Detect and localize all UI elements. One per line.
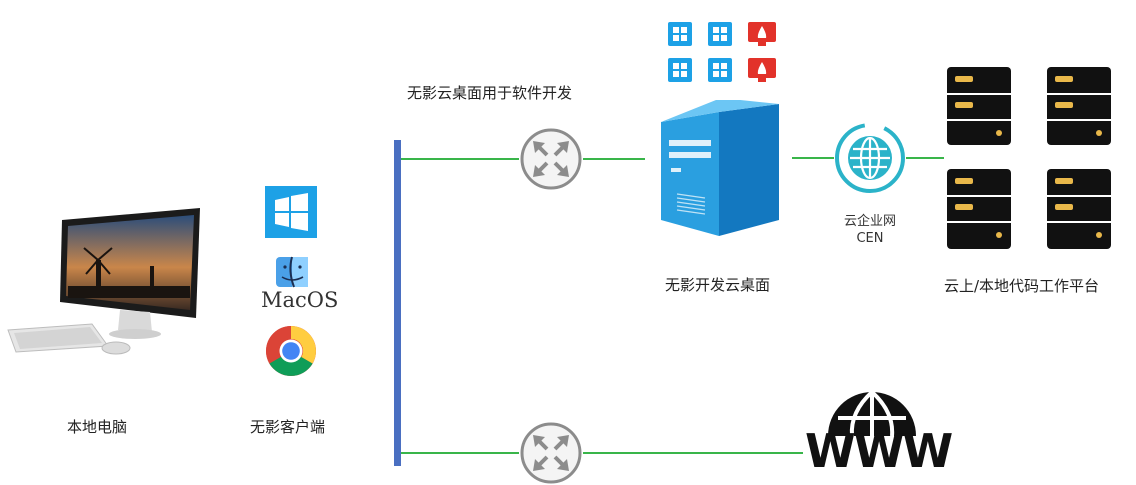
windows-logo-icon [265, 186, 317, 238]
cloud-desktop-label: 无影开发云桌面 [665, 276, 771, 294]
local-pc-label: 本地电脑 [67, 418, 128, 436]
client-label: 无影客户端 [250, 418, 326, 436]
router-icon-top [519, 127, 583, 191]
windows-icon [668, 22, 692, 46]
www-globe-icon [806, 378, 938, 466]
www-text: WWW [805, 424, 953, 478]
network-bus [394, 140, 401, 466]
chrome-browser-icon [265, 325, 317, 377]
link-line-router-www [583, 452, 803, 454]
router-icon-bottom [519, 421, 583, 485]
link-line-bus-router-top [401, 158, 519, 160]
cen-globe-icon [834, 122, 906, 194]
local-pc-icon [0, 200, 210, 360]
diagram-title: 无影云桌面用于软件开发 [407, 84, 573, 102]
link-line-router-desktop [583, 158, 645, 160]
code-platform-label: 云上/本地代码工作平台 [944, 277, 1100, 295]
cen-label-en: CEN [856, 231, 884, 246]
macos-finder-icon [272, 255, 312, 289]
code-platform-servers-icon [947, 67, 1111, 251]
cloud-desktop-server-icon [655, 100, 785, 240]
link-line-cen-platform [906, 157, 944, 159]
link-line-desktop-cen [792, 157, 834, 159]
link-line-bus-router-bottom [401, 452, 519, 454]
cen-label-cn: 云企业网 [843, 214, 896, 229]
server-rack [947, 67, 1011, 145]
macos-label: MacOS [261, 288, 339, 312]
os-icons-grid [668, 22, 780, 84]
